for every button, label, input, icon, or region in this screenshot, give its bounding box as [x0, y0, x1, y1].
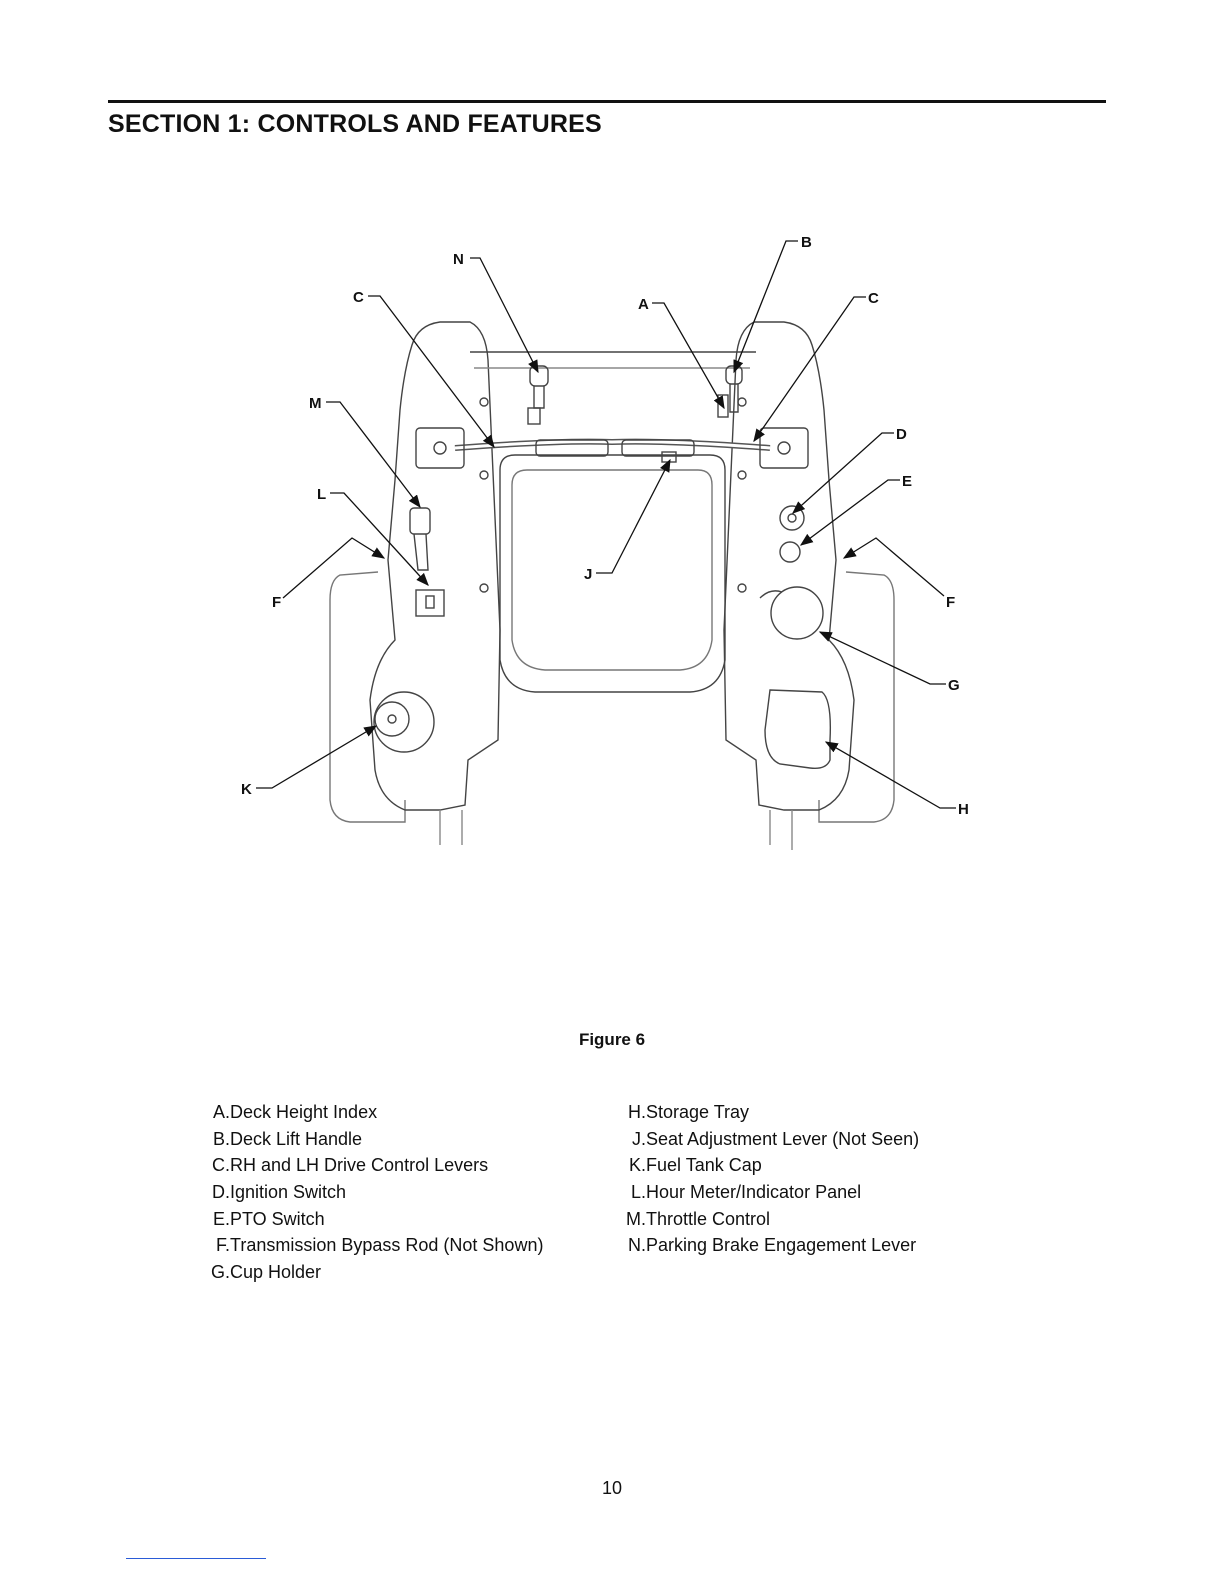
callout-c-right: C — [868, 290, 879, 307]
callout-m: M — [309, 395, 322, 412]
page-number: 10 — [601, 1478, 623, 1498]
callout-f-right: F — [946, 594, 955, 611]
callout-labels: N C A B C M D L E J F F G K H — [241, 234, 969, 818]
footer-line — [126, 1558, 266, 1559]
legend-item: B.Deck Lift Handle — [212, 1128, 363, 1149]
legend-item: M.Throttle Control — [626, 1208, 771, 1229]
legend-item: J.Seat Adjustment Lever (Not Seen) — [631, 1128, 920, 1149]
legend-item: G.Cup Holder — [210, 1262, 322, 1283]
callout-l: L — [317, 486, 326, 503]
callout-b: B — [801, 234, 812, 251]
callout-h: H — [958, 801, 969, 818]
controls-figure: N C A B C M D L E J F F G K H — [241, 234, 969, 850]
legend-item: N.Parking Brake Engagement Lever — [628, 1235, 917, 1256]
callout-a: A — [638, 296, 649, 313]
callout-e: E — [902, 473, 912, 490]
callout-d: D — [896, 426, 907, 443]
legend-item: C.RH and LH Drive Control Levers — [212, 1155, 489, 1176]
legend-item: K.Fuel Tank Cap — [628, 1155, 762, 1176]
callout-c-left: C — [353, 289, 364, 306]
legend-item: D.Ignition Switch — [212, 1182, 347, 1203]
legend-item: A.Deck Height Index — [212, 1102, 378, 1122]
legend-item: E.PTO Switch — [212, 1208, 325, 1229]
callout-f-left: F — [272, 594, 281, 611]
callout-j: J — [584, 566, 592, 583]
legend-right: H.Storage Tray J.Seat Adjustment Lever (… — [606, 1099, 919, 1259]
callout-n: N — [453, 251, 464, 268]
callout-leaders — [256, 240, 956, 809]
callout-k: K — [241, 781, 252, 798]
header-rule — [108, 100, 1106, 103]
mower-drawing — [329, 321, 895, 850]
legend-item: L.Hour Meter/Indicator Panel — [630, 1182, 862, 1203]
legend-item: H.Storage Tray — [628, 1102, 750, 1122]
figure-caption: Figure 6 — [578, 1030, 646, 1049]
legend-left: A.Deck Height Index B.Deck Lift Handle C… — [190, 1099, 543, 1286]
legend-item: F.Transmission Bypass Rod (Not Shown) — [215, 1235, 544, 1256]
section-title: SECTION 1: CONTROLS AND FEATURES — [108, 110, 602, 138]
callout-g: G — [948, 677, 960, 694]
